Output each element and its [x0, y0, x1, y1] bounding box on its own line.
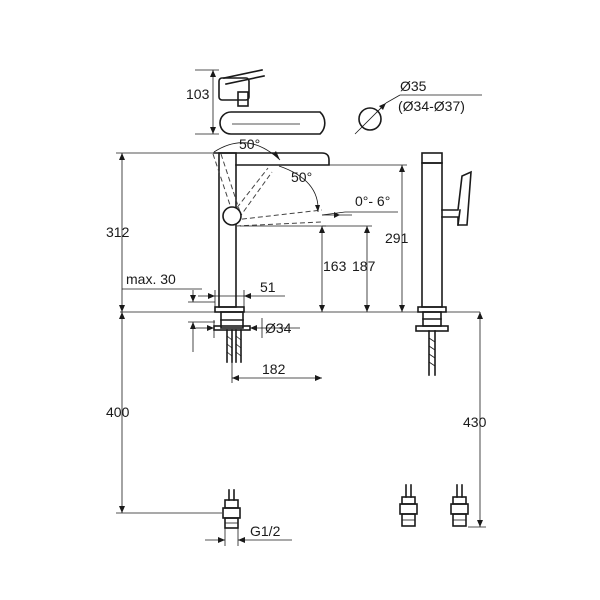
dim-51 — [198, 290, 285, 308]
dim-187 — [322, 225, 372, 312]
dim-312 — [116, 152, 214, 312]
hole-diameter-symbol — [354, 94, 482, 135]
label-angle-0-6: 0°- 6° — [355, 193, 390, 209]
label-dia-range: (Ø34-Ø37) — [398, 98, 465, 114]
label-312: 312 — [106, 224, 130, 240]
label-g12: G1/2 — [250, 523, 281, 539]
label-dia-34: Ø34 — [265, 320, 292, 336]
label-103: 103 — [186, 86, 210, 102]
label-163: 163 — [323, 258, 347, 274]
connection-fitting-side-left — [399, 484, 418, 527]
label-187: 187 — [352, 258, 376, 274]
dim-163 — [240, 225, 326, 312]
mounting-assembly-front — [213, 311, 251, 363]
label-400: 400 — [106, 404, 130, 420]
dim-291 — [329, 164, 407, 312]
label-angle-50-side: 50° — [291, 169, 312, 185]
dim-max-30 — [122, 288, 215, 352]
dim-400 — [116, 312, 222, 514]
label-51: 51 — [260, 279, 276, 295]
label-430: 430 — [463, 414, 487, 430]
label-angle-50-top: 50° — [239, 136, 260, 152]
top-view — [195, 69, 326, 135]
label-max-30: max. 30 — [126, 271, 176, 287]
connection-fitting-front — [222, 489, 241, 529]
side-view-faucet — [415, 152, 472, 376]
connection-fitting-side-right — [450, 484, 469, 527]
dim-182 — [231, 362, 322, 383]
label-182: 182 — [262, 361, 286, 377]
label-dia-35: Ø35 — [400, 78, 427, 94]
label-291: 291 — [385, 230, 409, 246]
dim-dia-34 — [196, 318, 300, 338]
dim-430 — [468, 312, 486, 528]
dim-g12 — [205, 528, 292, 546]
